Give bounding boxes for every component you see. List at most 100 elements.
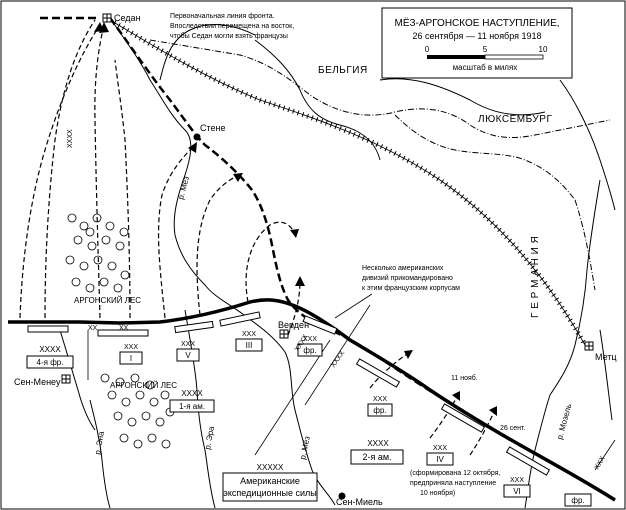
unit-1st-us-label: 1-я ам. xyxy=(179,402,205,411)
river-semois xyxy=(379,78,546,116)
border-luxembourg xyxy=(394,114,576,201)
note-initial-front-2: Впоследствии перемещена на восток, xyxy=(170,23,294,30)
note-french-corps-leader xyxy=(334,293,373,319)
city-metz: Метц xyxy=(595,352,617,362)
unit-aef-label-1: Американские xyxy=(240,476,300,486)
arrowhead-2nd-army xyxy=(452,391,460,401)
unit-corps-VI: XXX VI xyxy=(503,477,531,498)
unit-corps-fr-south: XXX фр. xyxy=(367,396,393,417)
boundary-marker-west: XXXX xyxy=(67,129,74,148)
arrowhead-I-corps xyxy=(99,22,109,33)
corps-I-label: I xyxy=(130,354,132,363)
river-meuse xyxy=(109,17,336,506)
argonne-forest-symbols xyxy=(65,213,175,449)
unit-1st-us-army: XXXX 1-я ам. xyxy=(169,389,215,413)
unit-corps-fr-east: фр. xyxy=(564,493,592,507)
unit-corps-IV: XXX IV xyxy=(426,445,454,466)
unit-4th-french-army: XXXX 4-я фр. xyxy=(26,345,74,369)
boundary-marker-a: XX xyxy=(119,325,129,332)
river-label-aire: р. Эра xyxy=(203,425,216,450)
scale-bar: 0 5 10 масштаб в милях xyxy=(425,45,548,72)
date-nov11: 11 нояб. xyxy=(451,374,478,382)
unit-4th-french-label: 4-я фр. xyxy=(37,358,64,367)
map-title: МЁЗ-АРГОНСКОЕ НАСТУПЛЕНИЕ, xyxy=(394,17,559,29)
corps-fr-south-label: фр. xyxy=(373,406,386,415)
arrowhead-stenay xyxy=(188,142,197,153)
corps-fr-north-echelon: XXX xyxy=(303,336,317,343)
front-line-nov11 xyxy=(108,17,511,442)
city-sedan: Седан xyxy=(114,13,141,23)
corps-V-echelon: XXX xyxy=(181,341,195,348)
city-saint-mihiel: Сен-Миель xyxy=(336,497,383,507)
railway-sedan-metz-ties xyxy=(108,17,588,347)
town-markers xyxy=(61,13,594,500)
forest-south xyxy=(100,373,175,449)
corps-front-I xyxy=(97,329,149,337)
note-french-corps-2: дивизий прикомандировано xyxy=(362,274,453,282)
river-moselle-upper xyxy=(559,79,616,211)
note-second-army-3: 10 ноября) xyxy=(420,489,455,497)
note-french-corps-1: Несколько американских xyxy=(362,265,444,272)
corps-front-IV xyxy=(440,403,486,433)
corps-front-VI xyxy=(505,446,551,476)
arrowhead-fr-north xyxy=(295,276,305,286)
arrowhead-IV xyxy=(489,406,497,416)
verdun-marker xyxy=(279,329,289,339)
boundary-1st-2nd xyxy=(304,304,371,406)
arrow-IV-corps xyxy=(469,409,496,456)
unit-2nd-us-army: XXXX 2-я ам. xyxy=(350,439,404,465)
corps-V-label: V xyxy=(185,351,191,360)
corps-front-fr-north xyxy=(302,315,338,335)
arrow-2nd-army xyxy=(429,394,459,439)
saint-menehould-marker xyxy=(61,374,71,384)
date-sep26: 26 сент. xyxy=(500,425,525,432)
railways xyxy=(108,17,588,347)
corps-fr-south-echelon: XXX xyxy=(373,396,387,403)
map-subtitle: 26 сентября — 11 ноября 1918 xyxy=(412,31,541,41)
note-initial-front-1: Первоначальная линия фронта. xyxy=(170,13,275,20)
arrowhead-III-b xyxy=(290,229,299,238)
unit-1st-us-echelon: XXXX xyxy=(181,389,203,398)
city-saint-menehould: Сен-Менеу xyxy=(14,377,61,387)
note-initial-front-3: чтобы Седан могли взять французы xyxy=(170,32,288,40)
arrow-III-corps-b xyxy=(245,221,296,303)
river-aire-west xyxy=(59,329,96,431)
corps-fr-east-label: фр. xyxy=(571,496,584,505)
scale-tick-10: 10 xyxy=(539,45,548,54)
country-belgium: БЕЛЬГИЯ xyxy=(318,65,368,76)
stenay-marker xyxy=(193,133,201,141)
note-french-corps: Несколько американских дивизий прикоманд… xyxy=(334,265,460,319)
corps-III-echelon: XXX xyxy=(242,331,256,338)
border-germany xyxy=(574,199,596,291)
corps-front-V xyxy=(174,320,214,334)
note-second-army: (сформирована 12 октября, предприняла на… xyxy=(410,469,500,497)
unit-2nd-us-label: 2-я ам. xyxy=(362,452,391,462)
border-france-belgium xyxy=(149,39,611,139)
title-box: МЁЗ-АРГОНСКОЕ НАСТУПЛЕНИЕ, 26 сентября —… xyxy=(381,7,573,79)
unit-aef-label-2: экспедиционные силы xyxy=(223,488,316,498)
corps-front-fr-south xyxy=(355,358,401,388)
unit-corps-fr-north: XXX фр. xyxy=(297,336,323,357)
corps-IV-label: IV xyxy=(436,455,444,464)
arrow-I-corps-west xyxy=(94,24,105,319)
borders xyxy=(149,39,611,291)
arrow-V-corps xyxy=(157,144,196,319)
country-luxembourg: ЛЮКСЕМБУРГ xyxy=(478,114,552,125)
arrow-heads xyxy=(94,22,497,416)
unit-corps-III: XXX III xyxy=(235,331,263,352)
sedan-marker xyxy=(102,13,112,23)
country-germany: Г Е Р М А Н И Я xyxy=(530,236,541,318)
boundary-aef xyxy=(254,339,331,456)
river-aisne xyxy=(89,399,111,509)
arrow-4th-french xyxy=(44,19,96,319)
corps-IV-echelon: XXX xyxy=(433,445,447,452)
forest-label-south: АРГОНСКИЙ ЛЕС xyxy=(110,381,177,390)
unit-boundaries xyxy=(87,304,616,471)
forest-label-north: АРГОНСКИЙ ЛЕС xyxy=(74,296,141,305)
corps-fronts xyxy=(27,311,551,476)
boundary-2nd-east xyxy=(594,439,616,471)
city-verdun: Верден xyxy=(278,320,309,330)
corps-front-III xyxy=(219,311,261,327)
